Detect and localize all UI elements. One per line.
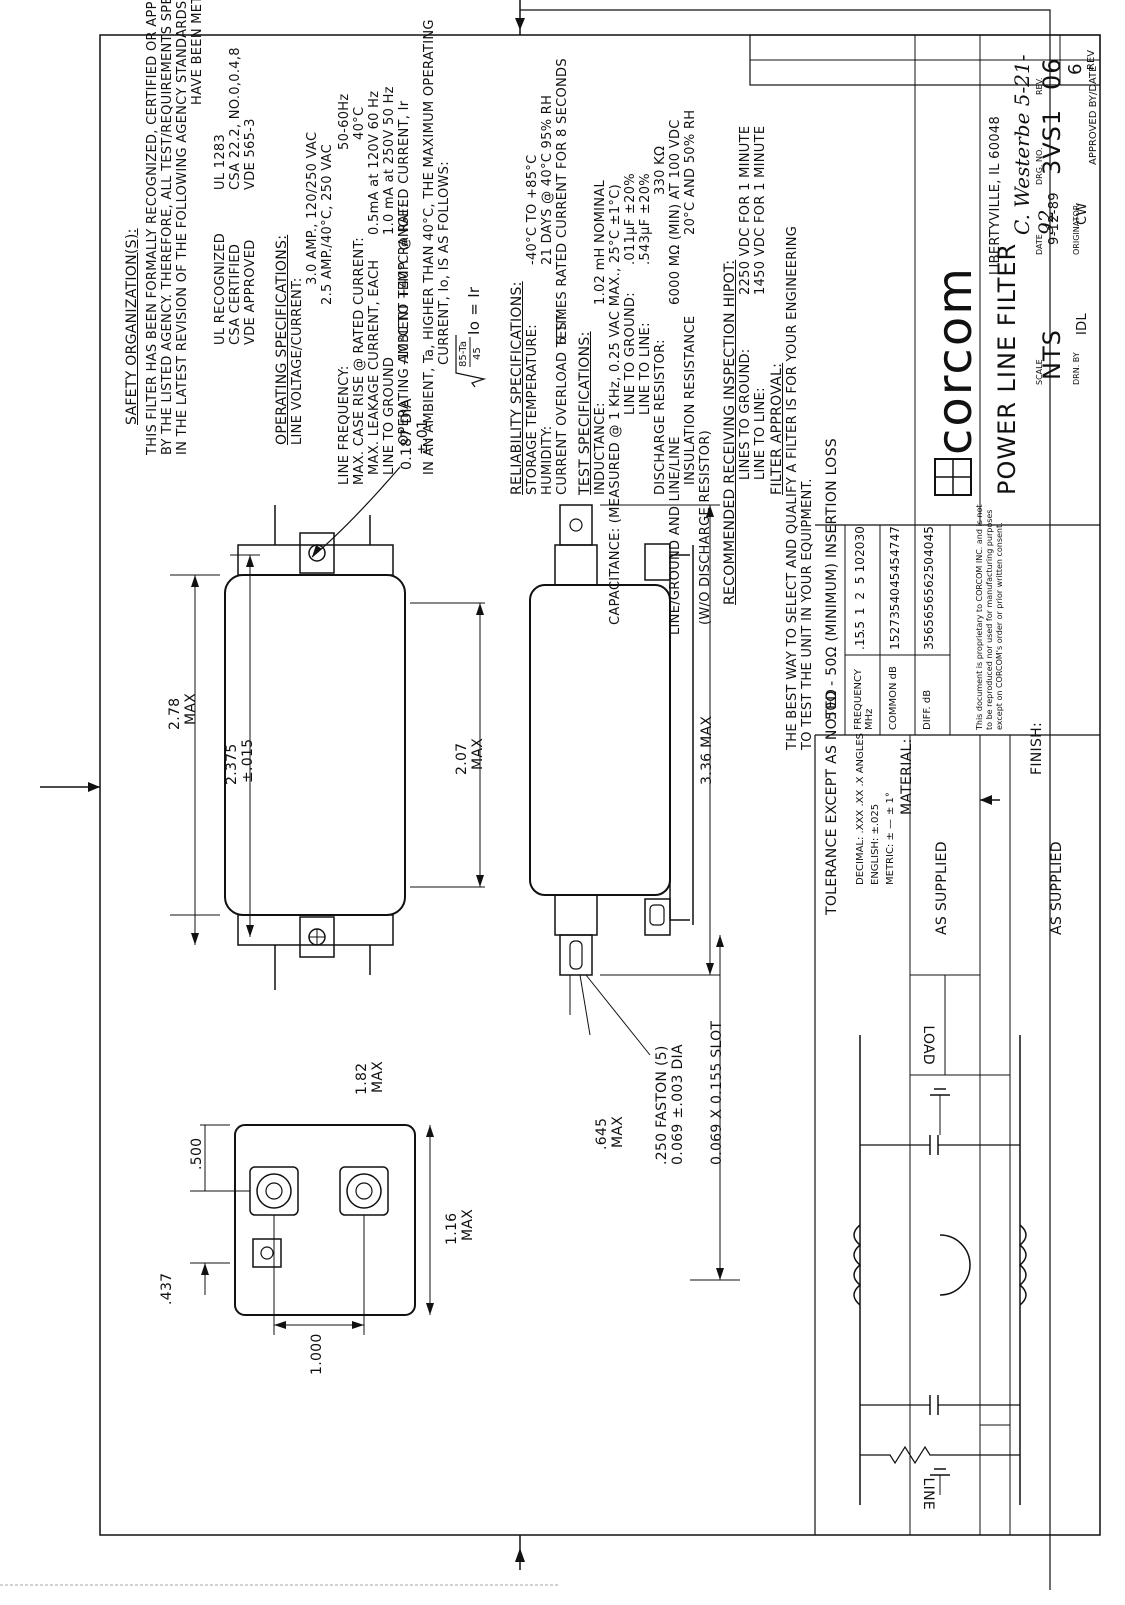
company-logo-icon — [934, 458, 972, 496]
formula-radical — [455, 335, 487, 388]
date-label: DATE — [1035, 234, 1044, 255]
drn-label: DRN. BY — [1072, 352, 1081, 385]
drn-value: IDL — [1075, 313, 1090, 335]
orig-value: CW — [1075, 202, 1090, 225]
date-value: 9-12-89 — [1047, 192, 1062, 245]
mechanical-drawing — [170, 466, 740, 1335]
drg-value: 3VS1 — [1038, 108, 1066, 175]
product-name: POWER LINE FILTER — [993, 242, 1021, 495]
rev-value: 06 — [1038, 57, 1066, 90]
schematic-diagram — [853, 1035, 1027, 1505]
scale-value: NTS — [1038, 329, 1066, 380]
drawing-frame — [99, 34, 1101, 1536]
rotated-drawing: C. Westerbe 5-21-92 6 REV APPROVED BY/DA… — [99, 0, 1101, 1536]
